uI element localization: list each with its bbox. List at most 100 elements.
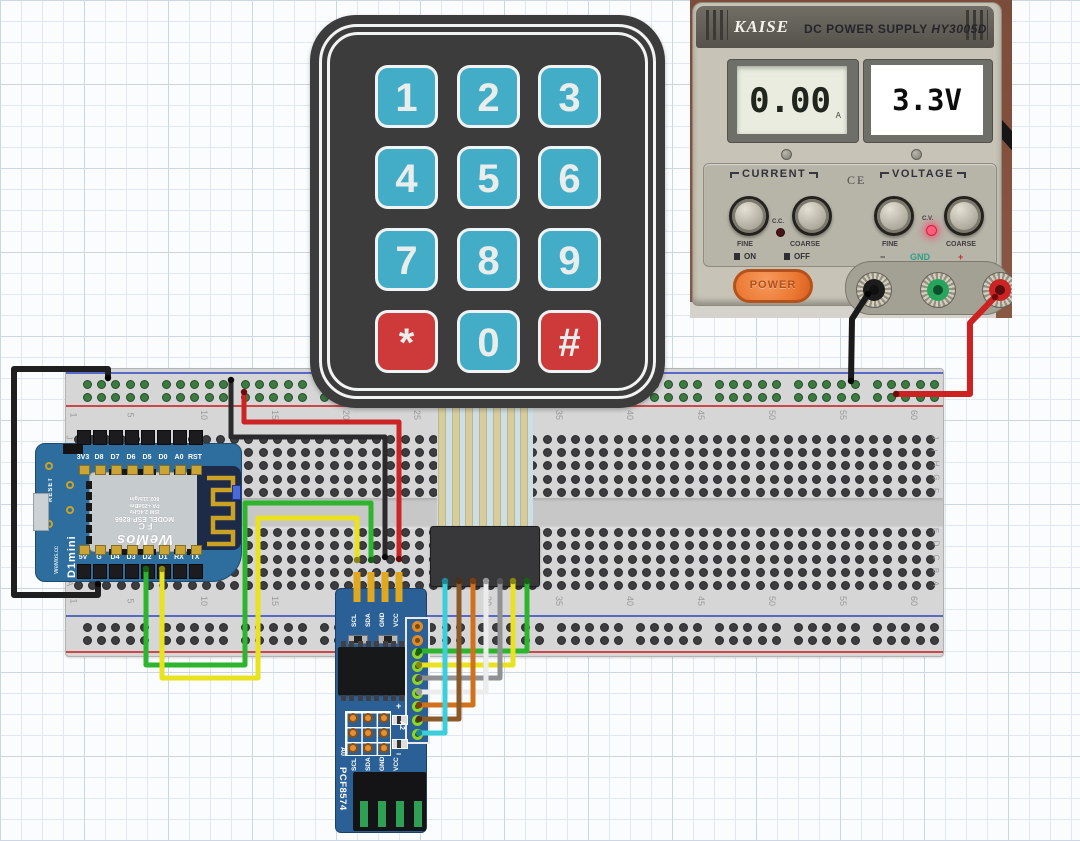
breadboard-hole bbox=[684, 435, 694, 444]
shield-pad bbox=[135, 469, 143, 475]
breadboard-hole bbox=[372, 528, 382, 537]
breadboard-hole bbox=[627, 568, 637, 577]
breadboard-hole bbox=[244, 488, 254, 497]
d1-pin-label-TX: TX bbox=[190, 554, 200, 561]
keypad-key-0[interactable]: 0 bbox=[457, 310, 520, 373]
d1-pin-label-D7: D7 bbox=[110, 454, 120, 461]
keypad-key-7[interactable]: 7 bbox=[375, 228, 438, 291]
breadboard-hole bbox=[741, 435, 751, 444]
chip-lead bbox=[390, 695, 396, 701]
breadboard-hole bbox=[855, 541, 864, 550]
reset-button[interactable] bbox=[63, 444, 83, 454]
keypad-key-4[interactable]: 4 bbox=[375, 146, 438, 209]
breadboard-hole bbox=[769, 488, 779, 497]
breadboard-hole bbox=[400, 475, 410, 484]
breadboard-hole bbox=[727, 528, 737, 537]
breadboard-hole bbox=[642, 528, 651, 537]
on-switch-label: ON bbox=[734, 252, 756, 261]
breadboard-hole bbox=[911, 488, 921, 497]
breadboard-hole bbox=[784, 448, 793, 457]
breadboard-hole bbox=[812, 528, 822, 537]
keypad-key-2[interactable]: 2 bbox=[457, 65, 520, 128]
breadboard-rail-hole bbox=[297, 623, 307, 632]
d1-top-header-pin bbox=[157, 430, 171, 445]
keypad-key-1[interactable]: 1 bbox=[375, 65, 438, 128]
breadboard-hole bbox=[741, 448, 751, 457]
breadboard-hole bbox=[343, 461, 353, 470]
breadboard-hole bbox=[883, 568, 893, 577]
breadboard-hole bbox=[358, 448, 367, 457]
breadboard-hole bbox=[400, 448, 410, 457]
power-button[interactable]: POWER bbox=[733, 269, 813, 303]
breadboard-hole bbox=[556, 541, 566, 550]
breadboard-rail-hole bbox=[887, 623, 897, 632]
breadboard-hole bbox=[542, 568, 552, 577]
keypad-key-5[interactable]: 5 bbox=[457, 146, 520, 209]
breadboard-hole bbox=[926, 555, 935, 564]
breadboard-rail-hole bbox=[176, 393, 186, 402]
breadboard-hole bbox=[642, 448, 651, 457]
breadboard-hole bbox=[769, 435, 779, 444]
current-section-label: CURRENT bbox=[730, 169, 819, 180]
breadboard-hole bbox=[698, 568, 708, 577]
keypad-key-9[interactable]: 9 bbox=[538, 228, 601, 291]
breadboard-rail-hole bbox=[887, 380, 897, 389]
breadboard-hole bbox=[258, 581, 268, 590]
breadboard-hole bbox=[400, 488, 410, 497]
voltage-fine-knob[interactable] bbox=[874, 196, 914, 236]
current-coarse-knob[interactable] bbox=[792, 196, 832, 236]
breadboard-hole bbox=[869, 555, 879, 564]
minus-mark: − bbox=[396, 749, 402, 759]
breadboard-hole bbox=[358, 528, 367, 537]
breadboard-hole bbox=[713, 528, 722, 537]
breadboard-hole bbox=[911, 528, 921, 537]
ribbon-conductor bbox=[506, 402, 515, 529]
breadboard-hole bbox=[599, 528, 609, 537]
address-pad bbox=[348, 728, 358, 738]
breadboard-rail-hole bbox=[269, 393, 279, 402]
breadboard-hole bbox=[599, 448, 609, 457]
breadboard-rail-hole bbox=[678, 393, 688, 402]
breadboard-hole bbox=[386, 555, 396, 564]
breadboard-rail-hole bbox=[269, 380, 279, 389]
ground-terminal[interactable] bbox=[920, 272, 956, 308]
d1-pin-label-D0: D0 bbox=[158, 454, 168, 461]
breadboard-hole bbox=[883, 581, 893, 590]
ribbon-conductor bbox=[492, 402, 501, 529]
voltage-coarse-knob[interactable] bbox=[944, 196, 984, 236]
breadboard-rail-hole bbox=[901, 623, 911, 632]
breadboard-hole bbox=[414, 488, 424, 497]
current-fine-knob[interactable] bbox=[729, 196, 769, 236]
breadboard-rail-hole bbox=[520, 623, 530, 632]
address-jumper[interactable] bbox=[392, 739, 408, 749]
negative-terminal[interactable] bbox=[856, 272, 892, 308]
breadboard-hole bbox=[869, 528, 879, 537]
breadboard-hole bbox=[826, 528, 836, 537]
breadboard-hole bbox=[571, 488, 580, 497]
breadboard-hole bbox=[911, 435, 921, 444]
positive-terminal[interactable] bbox=[982, 272, 1012, 308]
breadboard-rail-hole bbox=[97, 380, 107, 389]
breadboard-hole bbox=[315, 475, 325, 484]
breadboard-hole bbox=[684, 488, 694, 497]
breadboard-column-number: 10 bbox=[198, 595, 209, 607]
breadboard-rail-hole bbox=[636, 623, 645, 632]
d1-gold-pad bbox=[95, 465, 106, 475]
keypad-key-8[interactable]: 8 bbox=[457, 228, 520, 291]
keypad-key-6[interactable]: 6 bbox=[538, 146, 601, 209]
breadboard-hole bbox=[542, 555, 552, 564]
breadboard-hole bbox=[926, 528, 935, 537]
pcf-port-hole bbox=[412, 648, 423, 659]
shield-pad bbox=[86, 481, 92, 489]
breadboard-hole bbox=[301, 528, 311, 537]
keypad-key-3[interactable]: 3 bbox=[538, 65, 601, 128]
keypad-key-hash[interactable]: # bbox=[538, 310, 601, 373]
breadboard-hole bbox=[599, 488, 609, 497]
address-jumper[interactable] bbox=[392, 715, 408, 725]
breadboard-hole bbox=[755, 488, 765, 497]
keypad-key-star[interactable]: * bbox=[375, 310, 438, 373]
breadboard-hole bbox=[343, 448, 353, 457]
breadboard-rail-hole bbox=[692, 380, 702, 389]
breadboard-hole bbox=[585, 435, 595, 444]
